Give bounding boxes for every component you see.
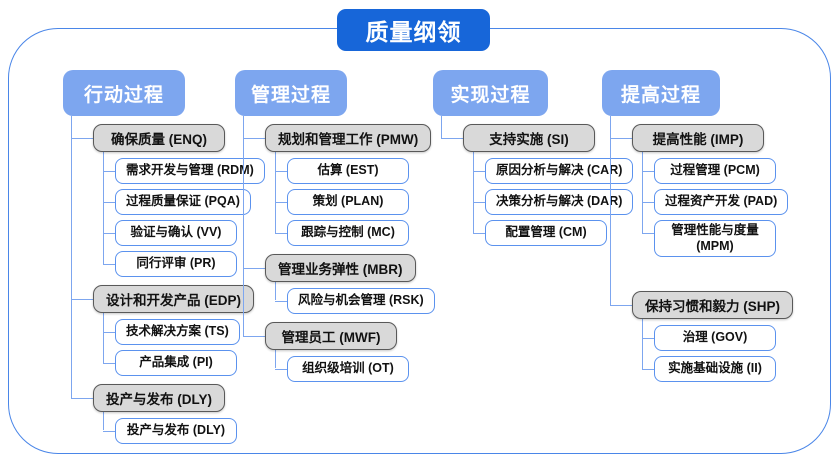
leaf-node: 估算 (EST) — [287, 158, 409, 184]
leaf-node: 策划 (PLAN) — [287, 189, 409, 215]
leaf-wrap: 决策分析与解决 (DAR) — [463, 184, 634, 215]
leaf-node: 跟踪与控制 (MC) — [287, 220, 409, 246]
group-children: 需求开发与管理 (RDM) 过程质量保证 (PQA) 验证与确认 (VV) 同行评审 … — [93, 152, 265, 277]
column-header: 管理过程 — [235, 70, 347, 116]
leaf-wrap: 过程管理 (PCM) — [632, 152, 793, 184]
process-group: 保持习惯和毅力 (SHP) 治理 (GOV) 实施基础设施 (II) — [602, 257, 793, 383]
diagram-title: 质量纲领 — [337, 9, 490, 51]
leaf-wrap: 过程质量保证 (PQA) — [93, 184, 265, 215]
leaf-wrap: 需求开发与管理 (RDM) — [93, 152, 265, 184]
process-group: 设计和开发产品 (EDP) 技术解决方案 (TS) 产品集成 (PI) — [63, 277, 265, 376]
column-header: 行动过程 — [63, 70, 185, 116]
group-node: 设计和开发产品 (EDP) — [93, 285, 254, 313]
leaf-wrap: 实施基础设施 (II) — [632, 351, 793, 383]
process-group: 支持实施 (SI) 原因分析与解决 (CAR) 决策分析与解决 (DAR) 配置管理 … — [433, 116, 634, 246]
group-node: 管理员工 (MWF) — [265, 322, 397, 350]
group-node: 管理业务弹性 (MBR) — [265, 254, 416, 282]
process-column-2: 实现过程支持实施 (SI) 原因分析与解决 (CAR) 决策分析与解决 (DAR) 配… — [433, 70, 634, 246]
leaf-wrap: 产品集成 (PI) — [93, 345, 265, 376]
group-children: 投产与发布 (DLY) — [93, 412, 265, 444]
leaf-wrap: 治理 (GOV) — [632, 319, 793, 352]
leaf-node: 决策分析与解决 (DAR) — [485, 189, 634, 215]
leaf-node: 过程质量保证 (PQA) — [115, 189, 251, 215]
leaf-node: 需求开发与管理 (RDM) — [115, 158, 265, 184]
group-node: 提高性能 (IMP) — [632, 124, 764, 152]
leaf-node: 治理 (GOV) — [654, 325, 776, 352]
group-children: 估算 (EST) 策划 (PLAN) 跟踪与控制 (MC) — [265, 152, 435, 246]
column-header: 提高过程 — [602, 70, 720, 116]
group-children: 治理 (GOV) 实施基础设施 (II) — [632, 319, 793, 383]
process-group: 管理员工 (MWF) 组织级培训 (OT) — [235, 314, 435, 382]
leaf-node: 同行评审 (PR) — [115, 251, 237, 277]
leaf-node: 过程管理 (PCM) — [654, 158, 776, 184]
leaf-node: 产品集成 (PI) — [115, 350, 237, 376]
process-group: 规划和管理工作 (PMW) 估算 (EST) 策划 (PLAN) 跟踪与控制 (MC) — [235, 116, 435, 246]
column-groups: 支持实施 (SI) 原因分析与解决 (CAR) 决策分析与解决 (DAR) 配置管理 … — [433, 116, 634, 246]
leaf-wrap: 风险与机会管理 (RSK) — [265, 282, 435, 314]
leaf-node: 验证与确认 (VV) — [115, 220, 237, 246]
leaf-wrap: 跟踪与控制 (MC) — [265, 215, 435, 246]
leaf-wrap: 组织级培训 (OT) — [265, 350, 435, 382]
leaf-node: 配置管理 (CM) — [485, 220, 607, 246]
leaf-wrap: 估算 (EST) — [265, 152, 435, 184]
group-node: 支持实施 (SI) — [463, 124, 595, 152]
group-children: 过程管理 (PCM) 过程资产开发 (PAD) 管理性能与度量 (MPM) — [632, 152, 793, 258]
process-column-1: 管理过程规划和管理工作 (PMW) 估算 (EST) 策划 (PLAN) 跟踪与控制 … — [235, 70, 435, 382]
process-column-0: 行动过程确保质量 (ENQ) 需求开发与管理 (RDM) 过程质量保证 (PQA) 验… — [63, 70, 265, 444]
leaf-wrap: 技术解决方案 (TS) — [93, 313, 265, 345]
group-node: 确保质量 (ENQ) — [93, 124, 225, 152]
group-node: 投产与发布 (DLY) — [93, 384, 226, 412]
leaf-node: 实施基础设施 (II) — [654, 356, 776, 383]
leaf-node: 组织级培训 (OT) — [287, 356, 409, 382]
leaf-node: 技术解决方案 (TS) — [115, 319, 240, 345]
leaf-node: 过程资产开发 (PAD) — [654, 189, 789, 215]
group-children: 组织级培训 (OT) — [265, 350, 435, 382]
leaf-wrap: 管理性能与度量 (MPM) — [632, 215, 793, 258]
group-children: 原因分析与解决 (CAR) 决策分析与解决 (DAR) 配置管理 (CM) — [463, 152, 634, 246]
column-groups: 规划和管理工作 (PMW) 估算 (EST) 策划 (PLAN) 跟踪与控制 (MC)… — [235, 116, 435, 382]
leaf-wrap: 原因分析与解决 (CAR) — [463, 152, 634, 184]
leaf-node: 投产与发布 (DLY) — [115, 418, 237, 444]
leaf-wrap: 同行评审 (PR) — [93, 246, 265, 277]
leaf-wrap: 投产与发布 (DLY) — [93, 412, 265, 444]
leaf-node: 管理性能与度量 (MPM) — [654, 220, 776, 258]
process-group: 管理业务弹性 (MBR) 风险与机会管理 (RSK) — [235, 246, 435, 314]
process-column-3: 提高过程提高性能 (IMP) 过程管理 (PCM) 过程资产开发 (PAD) 管理性能… — [602, 70, 793, 383]
process-group: 提高性能 (IMP) 过程管理 (PCM) 过程资产开发 (PAD) 管理性能与度量 … — [602, 116, 793, 258]
group-children: 技术解决方案 (TS) 产品集成 (PI) — [93, 313, 265, 376]
column-groups: 确保质量 (ENQ) 需求开发与管理 (RDM) 过程质量保证 (PQA) 验证与确认… — [63, 116, 265, 444]
leaf-node: 原因分析与解决 (CAR) — [485, 158, 634, 184]
group-children: 风险与机会管理 (RSK) — [265, 282, 435, 314]
leaf-wrap: 验证与确认 (VV) — [93, 215, 265, 246]
leaf-wrap: 过程资产开发 (PAD) — [632, 184, 793, 215]
leaf-wrap: 配置管理 (CM) — [463, 215, 633, 246]
process-group: 投产与发布 (DLY) 投产与发布 (DLY) — [63, 376, 265, 444]
column-header: 实现过程 — [433, 70, 548, 116]
group-node: 保持习惯和毅力 (SHP) — [632, 291, 793, 320]
leaf-wrap: 策划 (PLAN) — [265, 184, 435, 215]
process-group: 确保质量 (ENQ) 需求开发与管理 (RDM) 过程质量保证 (PQA) 验证与确认… — [63, 116, 265, 277]
leaf-node: 风险与机会管理 (RSK) — [287, 288, 435, 314]
group-node: 规划和管理工作 (PMW) — [265, 124, 432, 152]
column-groups: 提高性能 (IMP) 过程管理 (PCM) 过程资产开发 (PAD) 管理性能与度量 … — [602, 116, 793, 383]
